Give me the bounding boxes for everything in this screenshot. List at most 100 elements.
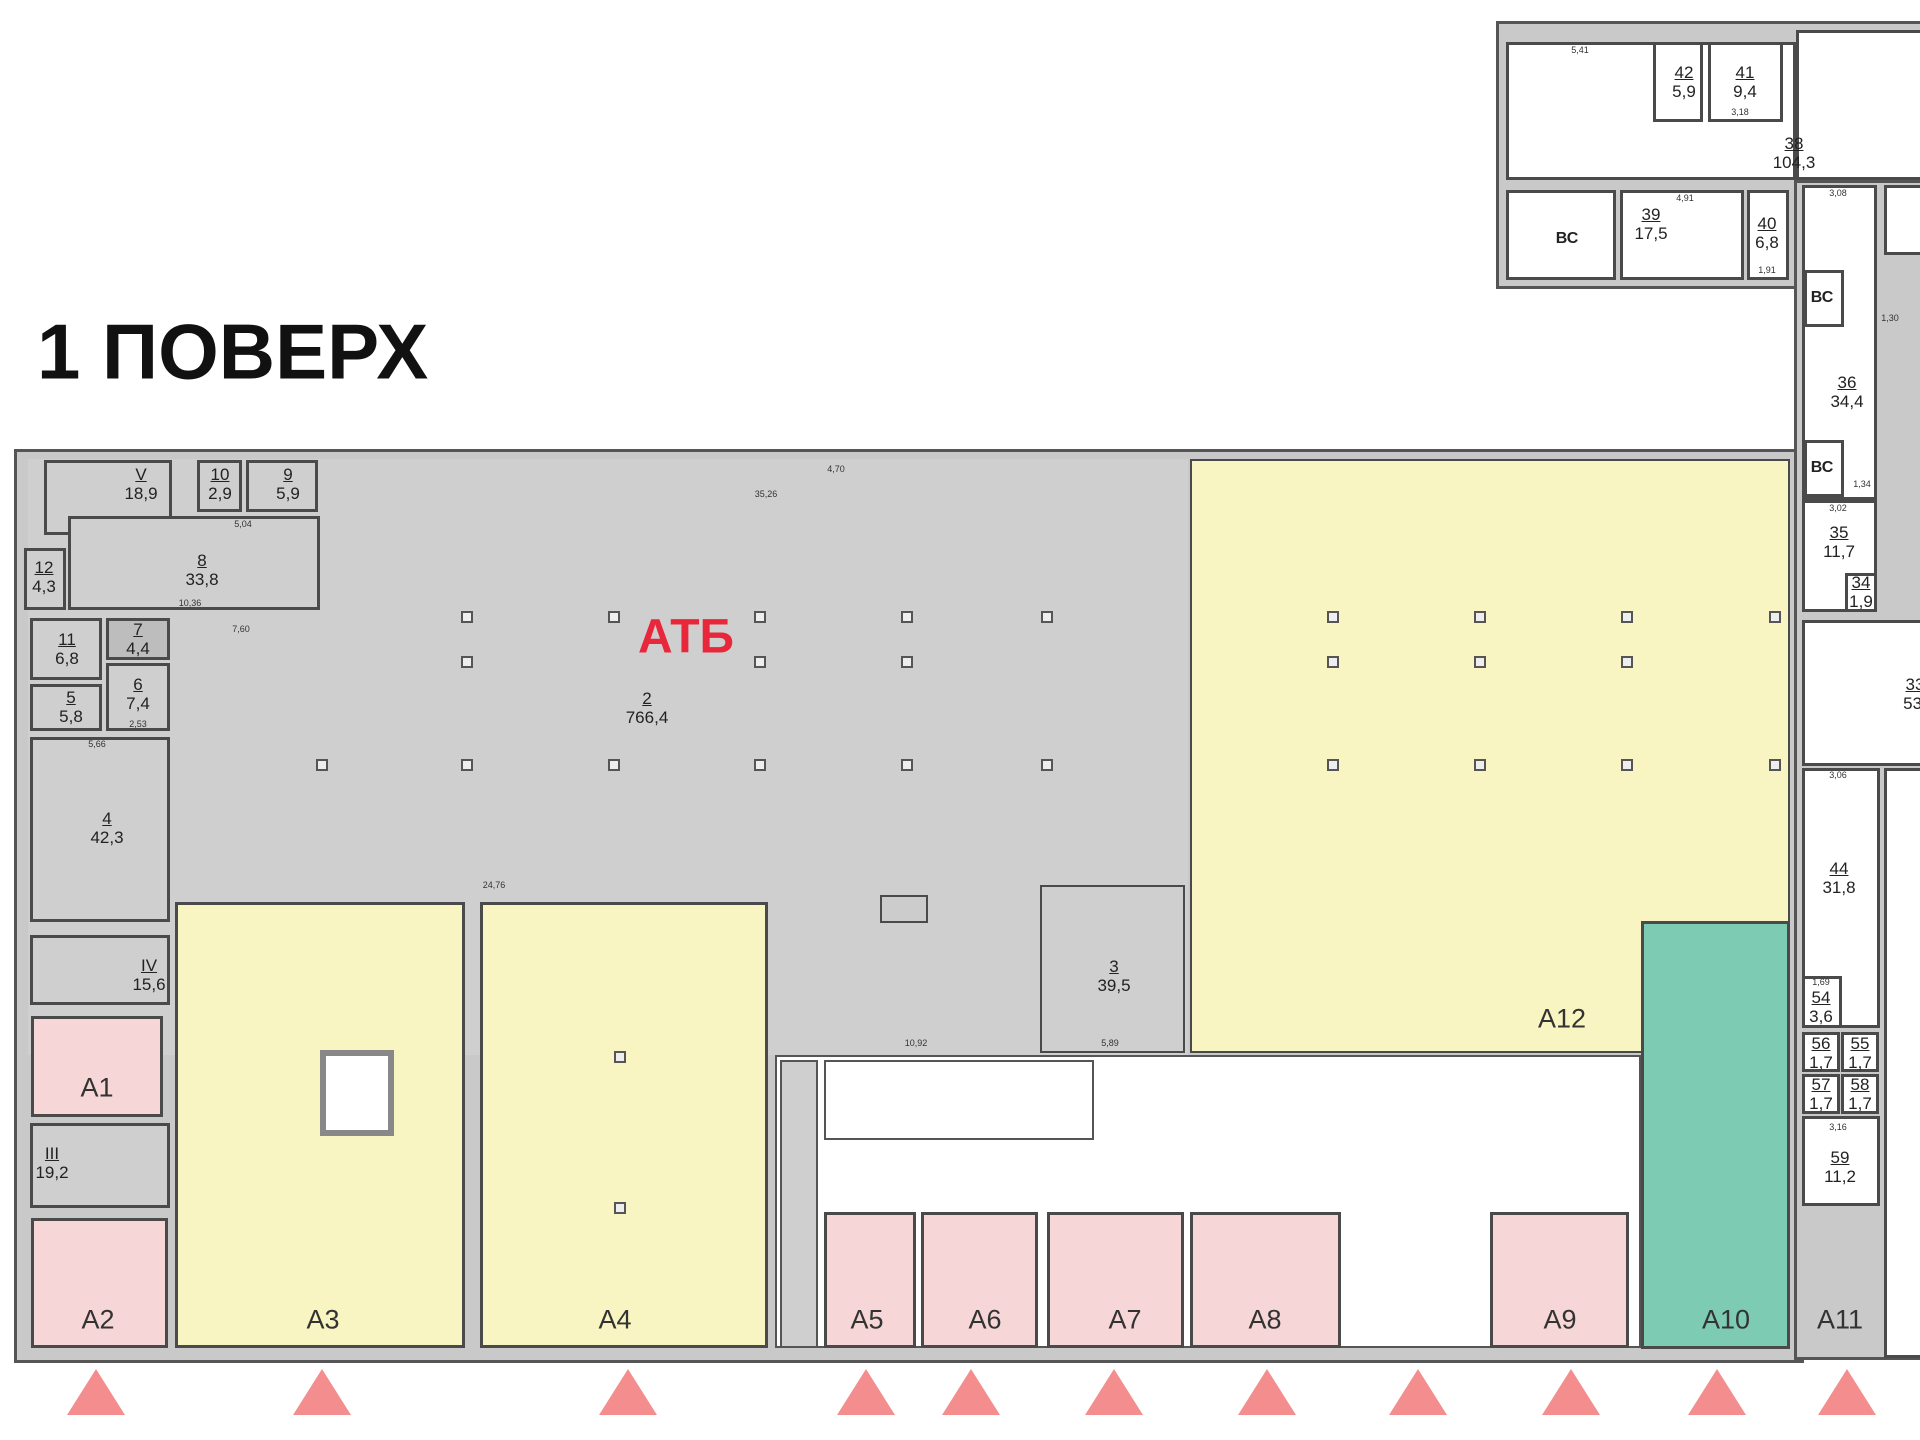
- column: [614, 1202, 626, 1214]
- room-8: [68, 516, 320, 610]
- room-39: [1620, 190, 1744, 280]
- room-area: 31,8: [1822, 878, 1856, 897]
- column: [1327, 656, 1339, 668]
- column: [316, 759, 328, 771]
- unit-label-a12: A12: [1537, 1003, 1587, 1034]
- unit-label-a6: A6: [968, 1304, 1002, 1335]
- column: [901, 656, 913, 668]
- room-area: 6,8: [55, 649, 79, 668]
- room-east: [1884, 768, 1920, 1358]
- room-10: [197, 460, 242, 512]
- room-number: 8: [197, 551, 207, 570]
- stair-iii: [30, 1123, 170, 1208]
- wc-label: ВС: [1555, 230, 1579, 247]
- wc-1: [1506, 190, 1616, 280]
- room-38b: [1796, 30, 1920, 180]
- dimension-label: 1,34: [1853, 479, 1871, 489]
- column: [461, 656, 473, 668]
- room-number: 33: [1905, 675, 1920, 694]
- unit-a5[interactable]: [824, 1212, 916, 1348]
- dimension-label: 3,16: [1829, 1122, 1847, 1132]
- column: [1327, 759, 1339, 771]
- corridor-inner: [824, 1060, 1094, 1140]
- unit-label-a10: A10: [1701, 1304, 1751, 1335]
- wc-3: [1804, 440, 1844, 497]
- dimension-label: 3,18: [1731, 107, 1749, 117]
- unit-a7[interactable]: [1047, 1212, 1184, 1348]
- room-number: 7: [133, 620, 143, 639]
- room-number: III: [44, 1144, 60, 1163]
- room-area: 766,4: [625, 708, 669, 727]
- room-number: 42: [1674, 63, 1694, 82]
- unit-a9[interactable]: [1490, 1212, 1629, 1348]
- dimension-label: 5,66: [88, 739, 106, 749]
- unit-a2[interactable]: [31, 1218, 168, 1348]
- dimension-label: 1,69: [1812, 977, 1830, 987]
- dimension-label: 1,30: [1881, 313, 1899, 323]
- column: [1621, 611, 1633, 623]
- room-area: 11,2: [1824, 1167, 1856, 1186]
- unit-a6[interactable]: [921, 1212, 1038, 1348]
- wc-2: [1804, 270, 1844, 327]
- dimension-label: 10,92: [904, 1038, 928, 1048]
- unit-a8[interactable]: [1190, 1212, 1341, 1348]
- room-number: 55: [1850, 1034, 1870, 1053]
- room-area: 104,3: [1772, 153, 1816, 172]
- room-area: 4,3: [32, 577, 56, 596]
- unit-label-a11: A11: [1816, 1304, 1864, 1335]
- unit-a10[interactable]: [1641, 921, 1790, 1349]
- column: [461, 759, 473, 771]
- dimension-label: 5,89: [1101, 1038, 1119, 1048]
- column: [1041, 759, 1053, 771]
- room-number: 56: [1811, 1034, 1831, 1053]
- entrance-triangle-icon: [942, 1369, 1000, 1415]
- room-area: 6,8: [1755, 233, 1779, 252]
- room-number: 6: [133, 675, 143, 694]
- room-number: 39: [1641, 205, 1661, 224]
- dimension-label: 1,91: [1758, 265, 1776, 275]
- dimension-label: 35,26: [754, 489, 778, 499]
- unit-a1[interactable]: [31, 1016, 163, 1117]
- atb-fixture: [880, 895, 928, 923]
- room-area: 19,2: [35, 1163, 69, 1182]
- room-number: 57: [1811, 1075, 1831, 1094]
- entrance-triangle-icon: [1085, 1369, 1143, 1415]
- unit-label-a9: A9: [1543, 1304, 1577, 1335]
- unit-label-a3: A3: [306, 1304, 340, 1335]
- room-42: [1653, 42, 1703, 122]
- room-area: 3,6: [1809, 1007, 1833, 1026]
- dimension-label: 5,04: [234, 519, 252, 529]
- dimension-label: 3,08: [1829, 188, 1847, 198]
- room-number: IV: [140, 956, 158, 975]
- room-area: 1,7: [1848, 1053, 1872, 1072]
- room-area: 1,7: [1809, 1053, 1833, 1072]
- column: [1474, 611, 1486, 623]
- unit-label-a1: A1: [80, 1072, 114, 1103]
- unit-a4[interactable]: [480, 902, 768, 1348]
- room-57: [1802, 1074, 1840, 1114]
- room-34: [1845, 573, 1877, 612]
- room-area: 1,9: [1849, 592, 1873, 611]
- room-area: 2,9: [208, 484, 232, 503]
- room-number: 5: [66, 688, 76, 707]
- room-area: 15,6: [132, 975, 166, 994]
- floor-title: 1 ПОВЕРХ: [37, 307, 429, 396]
- room-number: 34: [1851, 573, 1871, 592]
- entrance-triangle-icon: [837, 1369, 895, 1415]
- room-area: 34,4: [1830, 392, 1864, 411]
